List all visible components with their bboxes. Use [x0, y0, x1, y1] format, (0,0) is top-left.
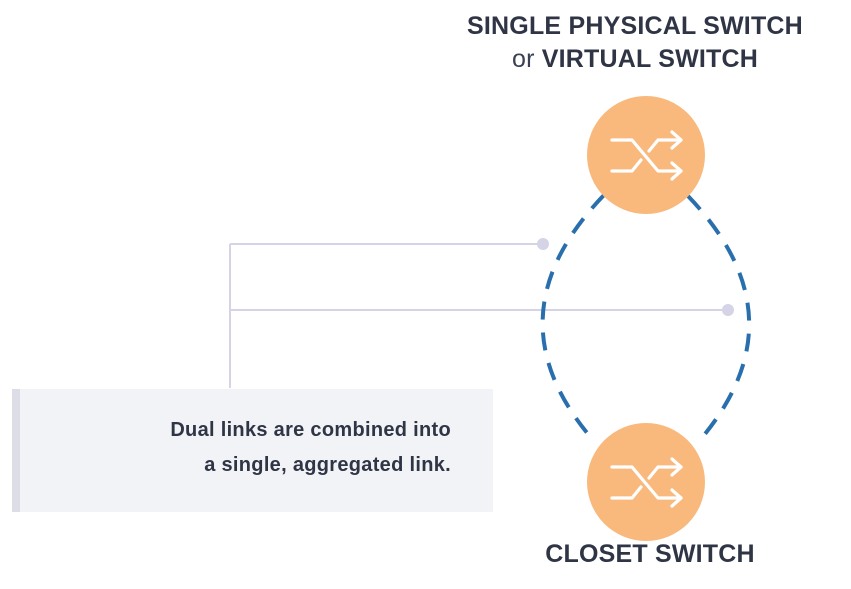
- callout-line2: a single, aggregated link.: [204, 454, 451, 476]
- top-switch-title-line2: or VIRTUAL SWITCH: [430, 43, 840, 76]
- top-switch-node: [587, 96, 705, 214]
- bottom-switch-title: CLOSET SWITCH: [545, 540, 755, 568]
- dashed-link-right: [686, 194, 751, 442]
- top-switch-title-line1: SINGLE PHYSICAL SWITCH: [467, 12, 803, 40]
- top-switch-title-virtual: VIRTUAL SWITCH: [541, 45, 758, 73]
- connector-dot-left: [537, 238, 549, 250]
- top-switch-title-or: or: [511, 45, 535, 73]
- bottom-switch-node: [587, 423, 705, 541]
- shuffle-icon: [610, 457, 683, 508]
- top-switch-title: SINGLE PHYSICAL SWITCH or VIRTUAL SWITCH: [430, 10, 840, 76]
- callout-box: Dual links are combined into a single, a…: [12, 389, 493, 512]
- callout-text: Dual links are combined into a single, a…: [31, 413, 451, 483]
- connector-dot-right: [722, 304, 734, 316]
- dashed-link-left: [540, 193, 606, 442]
- shuffle-icon: [610, 130, 683, 181]
- callout-connector: [229, 243, 728, 388]
- callout-line1: Dual links are combined into: [170, 419, 451, 441]
